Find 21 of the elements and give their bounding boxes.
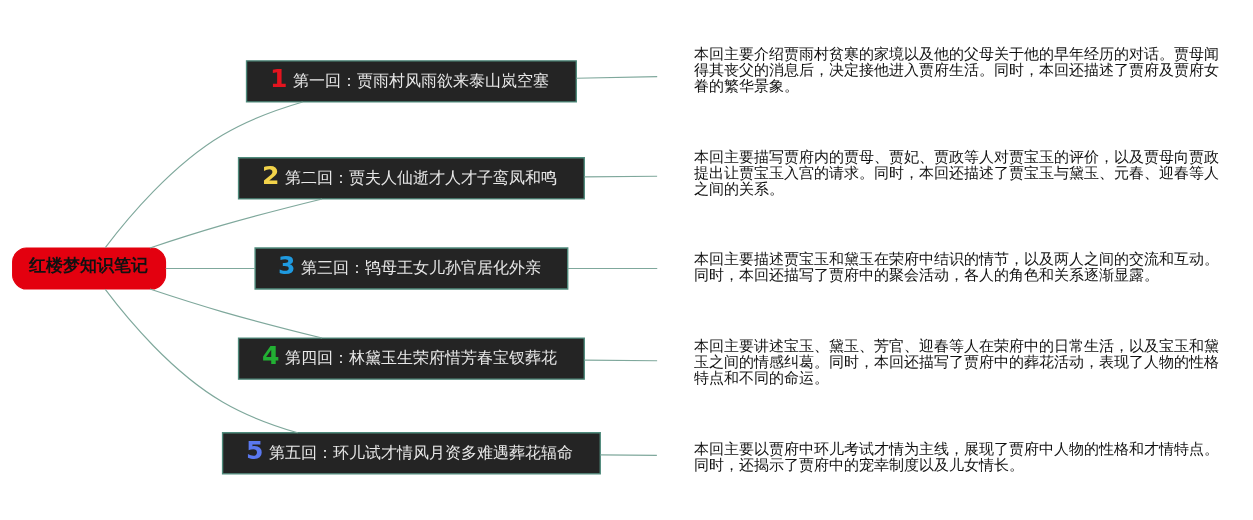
- node-box: 3 第三回：鸨母王女儿孙官居化外亲: [254, 246, 569, 290]
- connector: [104, 288, 299, 433]
- connector: [165, 267, 256, 269]
- connector: [583, 359, 658, 361]
- connector: [567, 267, 658, 269]
- node-box: 5 第五回：环儿试才情风月资多难遇葬花辐命: [221, 431, 601, 475]
- node-box: 红楼梦知识笔记: [12, 246, 167, 290]
- node-box: 1 第一回：贾雨村风雨欲来泰山岚空塞: [245, 59, 577, 103]
- node-text: 本回主要以贾府中环儿考试才情为主线，展现了贾府中人物的性格和才情特点。同时，还揭示了贾府中的宠幸制度以及儿女情长。: [693, 439, 1219, 473]
- connector: [575, 75, 658, 79]
- node-box: 4 第四回：林黛玉生荣府惜芳春宝钗葬花: [237, 336, 585, 380]
- connector: [599, 453, 658, 456]
- node-text: 本回主要介绍贾雨村贫寒的家境以及他的父母关于他的早年经历的对话。贾母闻得其丧父的消息后，决定接他进入贾府生活。同时，本回还描述了贾府及贾府女眷的繁华景象。: [693, 44, 1219, 94]
- node-box: 2 第二回：贾夫人仙逝才人才子鸾凤和鸣: [237, 156, 585, 200]
- connector: [149, 288, 323, 339]
- node-text: 本回主要讲述宝玉、黛玉、芳官、迎春等人在荣府中的日常生活，以及宝玉和黛玉之间的情感纠葛。同时，本回还描写了贾府中的葬花活动，表现了人物的性格特点和不同的命运。: [693, 336, 1219, 386]
- node-text: 本回主要描写贾府内的贾母、贾妃、贾政等人对贾宝玉的评价，以及贾母向贾政提出让贾宝玉入宫的请求。同时，本回还描述了贾宝玉与黛玉、元春、迎春等人之间的关系。: [693, 147, 1219, 197]
- connector: [149, 197, 323, 248]
- node-text: 本回主要描述贾宝玉和黛玉在荣府中结识的情节，以及两人之间的交流和互动。同时，本回还描写了贾府中的聚会活动，各人的角色和关系逐渐显露。: [693, 249, 1219, 283]
- connector: [104, 100, 304, 248]
- connector: [583, 175, 658, 177]
